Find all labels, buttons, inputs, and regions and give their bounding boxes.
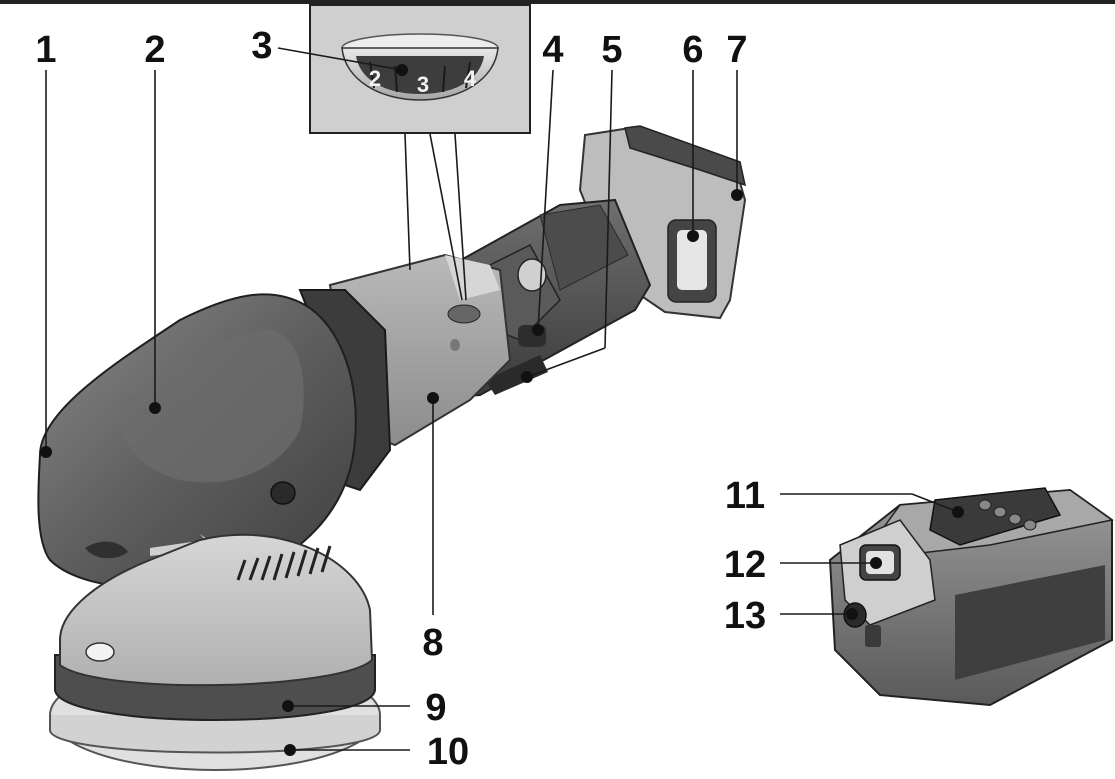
callout-10: 10: [427, 731, 469, 773]
callout-9: 9: [425, 687, 446, 729]
gear-head: [37, 293, 357, 590]
callout-1: 1: [35, 29, 56, 71]
backing-pad: [49, 533, 381, 771]
callout-8: 8: [422, 622, 443, 664]
dial-mark: 2: [369, 66, 381, 91]
callout-numbers: 1 2 3 4 5 6 7 8 9 10 11 12 13: [35, 25, 766, 773]
callout-11: 11: [725, 475, 765, 517]
rear-housing: [578, 125, 747, 320]
callout-13: 13: [724, 595, 766, 637]
callout-4: 4: [542, 29, 563, 71]
battery-pack: [828, 487, 1114, 707]
callout-7: 7: [726, 29, 747, 71]
callout-3: 3: [251, 25, 272, 67]
vent-slots: [236, 545, 332, 581]
leader-lines: [40, 47, 964, 756]
dial-mark: 3: [417, 72, 429, 97]
inset-connector-lines: [404, 133, 467, 301]
callout-6: 6: [682, 29, 703, 71]
top-border: [0, 0, 1115, 4]
polisher: [37, 125, 747, 771]
dial-mark: 4: [464, 66, 477, 91]
callout-2: 2: [144, 29, 165, 71]
callout-5: 5: [601, 29, 622, 71]
callout-12: 12: [724, 544, 766, 586]
speed-dial-inset: 2 3 4: [309, 4, 531, 301]
battery-contacts: [978, 499, 1037, 531]
